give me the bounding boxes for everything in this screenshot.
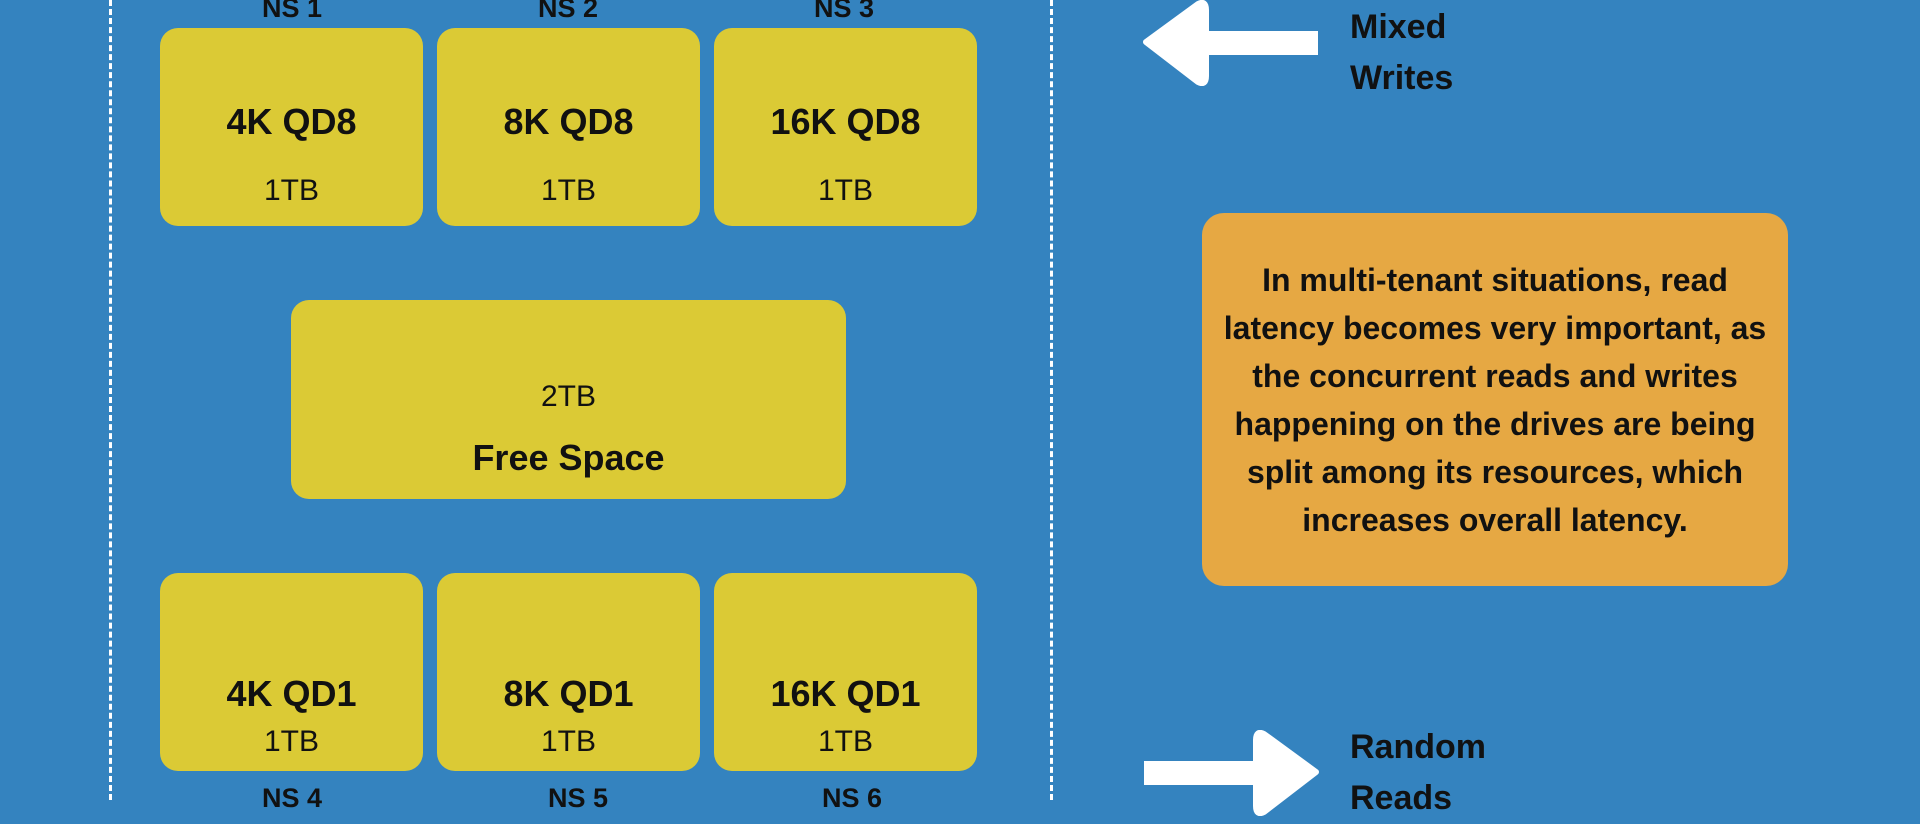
ns-label-3: NS 3 (813, 0, 875, 23)
free-space-capacity: 2TB (540, 380, 597, 413)
namespace-box-ns4: 4K QD1 1TB (160, 573, 423, 771)
right-arrow-icon (1144, 730, 1319, 816)
namespace-box-ns6: 16K QD1 1TB (714, 573, 977, 771)
latency-note-text: In multi-tenant situations, read latency… (1223, 261, 1767, 538)
mixed-writes-label: Mixed Writes (1350, 8, 1454, 97)
ns-label-1: NS 1 (261, 0, 323, 23)
ns-label-6: NS 6 (821, 783, 883, 813)
workload-label: 16K QD8 (770, 101, 921, 142)
namespace-box-ns3: 16K QD8 1TB (714, 28, 977, 226)
namespace-box-ns2: 8K QD8 1TB (437, 28, 700, 226)
capacity-label: 1TB (263, 725, 320, 758)
capacity-label: 1TB (263, 174, 320, 207)
workload-label: 16K QD1 (770, 673, 921, 714)
workload-label: 8K QD8 (503, 101, 634, 142)
workload-label: 4K QD8 (226, 101, 357, 142)
workload-label: 4K QD1 (226, 673, 357, 714)
drive-boundary-right (1050, 0, 1053, 800)
namespace-box-ns1: 4K QD8 1TB (160, 28, 423, 226)
capacity-label: 1TB (817, 725, 874, 758)
latency-note-box: In multi-tenant situations, read latency… (1202, 213, 1788, 586)
capacity-label: 1TB (817, 174, 874, 207)
free-space-box: 2TB Free Space (291, 300, 846, 499)
ns-label-4: NS 4 (261, 783, 323, 813)
free-space-label: Free Space (472, 437, 665, 478)
ns-label-5: NS 5 (547, 783, 609, 813)
workload-label: 8K QD1 (503, 673, 634, 714)
left-arrow-icon (1143, 0, 1318, 86)
capacity-label: 1TB (540, 725, 597, 758)
namespace-box-ns5: 8K QD1 1TB (437, 573, 700, 771)
drive-boundary-left (109, 0, 112, 800)
ns-label-2: NS 2 (537, 0, 599, 23)
capacity-label: 1TB (540, 174, 597, 207)
random-reads-label: Random Reads (1350, 728, 1486, 817)
